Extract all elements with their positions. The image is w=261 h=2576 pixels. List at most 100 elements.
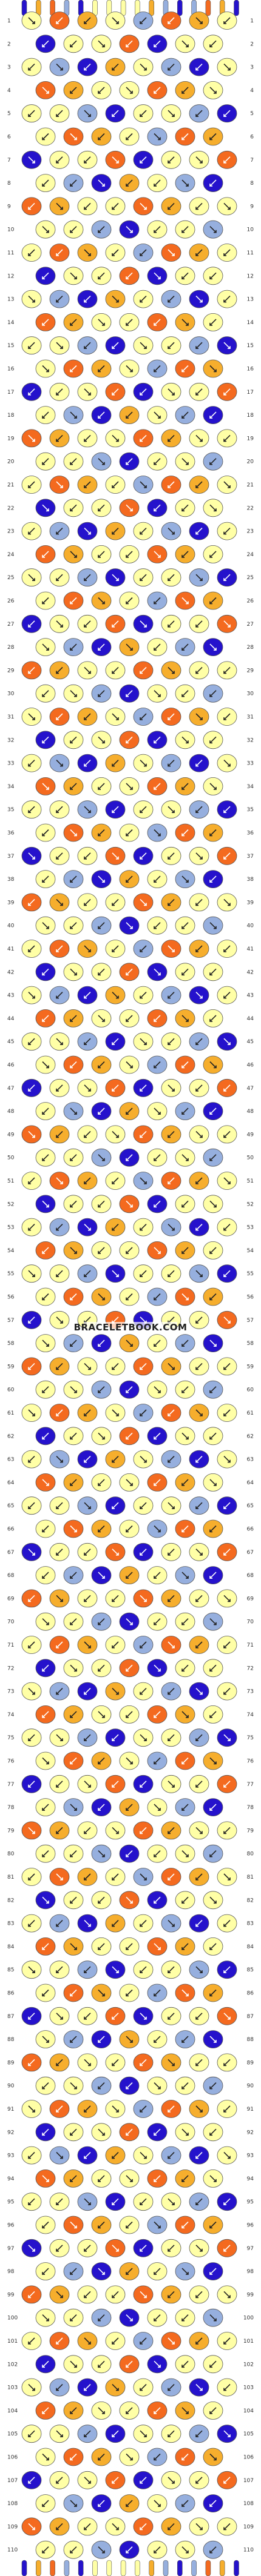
arrow-down-right-icon [223, 202, 231, 210]
arrow-down-left-icon [112, 1502, 119, 1509]
arrow-down-right-icon [84, 1502, 91, 1509]
knot [21, 1728, 42, 1747]
arrow-down-left-icon [223, 2523, 231, 2530]
arrow-down-left-icon [112, 1224, 119, 1231]
arrow-down-left-icon [28, 342, 35, 349]
arrow-down-right-icon [195, 2245, 203, 2252]
arrow-down-right-icon [209, 1757, 217, 1765]
arrow-down-right-icon [195, 434, 203, 442]
knot [203, 1937, 223, 1956]
knot [35, 1659, 56, 1678]
row-number-right: 31 [247, 714, 254, 720]
knot [35, 1241, 56, 1260]
knot [203, 1195, 223, 1213]
knot [105, 568, 126, 587]
knot [119, 220, 140, 239]
arrow-down-left-icon [223, 17, 231, 24]
knot [77, 1728, 98, 1747]
arrow-down-left-icon [140, 2337, 147, 2345]
knot [35, 1983, 56, 2002]
knot [147, 1427, 168, 1446]
arrow-down-left-icon [126, 1572, 133, 1579]
arrow-down-left-icon [112, 945, 119, 952]
knot [91, 1566, 112, 1585]
arrow-down-left-icon [112, 481, 119, 488]
arrow-down-right-icon [126, 643, 133, 651]
knot [133, 1821, 154, 1840]
knot [49, 1450, 70, 1469]
knot [161, 893, 181, 912]
arrow-down-left-icon [84, 1873, 91, 1881]
arrow-down-right-icon [112, 2523, 119, 2530]
arrow-down-left-icon [181, 87, 189, 94]
string-end-top [177, 0, 183, 16]
knot [35, 2123, 56, 2142]
row-number-right: 83 [247, 1921, 254, 1927]
row-number-right: 57 [247, 1318, 254, 1324]
knot [35, 452, 56, 471]
arrow-down-right-icon [126, 1618, 133, 1625]
knot [147, 2401, 168, 2420]
arrow-down-right-icon [84, 1920, 91, 1927]
string-end-bottom [219, 2560, 225, 2576]
arrow-down-left-icon [126, 1107, 133, 1115]
knot [21, 2425, 42, 2443]
knot [35, 406, 56, 424]
arrow-down-left-icon [209, 551, 217, 558]
arrow-down-left-icon [168, 1873, 175, 1881]
arrow-down-left-icon [42, 1664, 49, 1671]
knot [21, 1960, 42, 1979]
knot [49, 986, 70, 1004]
knot [161, 1125, 181, 1144]
knot [35, 1334, 56, 1353]
row-number-right: 92 [247, 2130, 254, 2136]
knot [77, 2425, 98, 2443]
knot [91, 81, 112, 99]
arrow-down-right-icon [126, 922, 133, 929]
knot [203, 1102, 223, 1120]
row-number-left: 93 [7, 2153, 14, 2159]
arrow-down-left-icon [209, 1293, 217, 1301]
knot [91, 127, 112, 146]
knot [217, 846, 237, 865]
knot [35, 1102, 56, 1120]
knot [133, 1774, 154, 1793]
arrow-down-right-icon [168, 945, 175, 952]
knot [217, 1589, 237, 1608]
knot [77, 1774, 98, 1793]
arrow-down-left-icon [223, 2245, 231, 2252]
arrow-down-right-icon [84, 110, 91, 117]
arrow-down-left-icon [112, 806, 119, 813]
row-number-left: 18 [7, 413, 15, 419]
knot [77, 1078, 98, 1097]
knot [203, 1148, 223, 1167]
arrow-down-right-icon [112, 2384, 119, 2391]
knot [21, 1357, 42, 1376]
arrow-down-left-icon [181, 504, 189, 511]
arrow-down-right-icon [70, 551, 77, 558]
arrow-down-left-icon [168, 1409, 175, 1416]
row-number-left: 28 [7, 645, 15, 651]
knot [147, 174, 168, 193]
arrow-down-right-icon [168, 2477, 175, 2484]
arrow-down-right-icon [112, 852, 119, 860]
arrow-down-left-icon [56, 1502, 63, 1509]
knot [189, 1218, 209, 1237]
knot [21, 12, 42, 30]
knot [161, 661, 181, 680]
knot [77, 12, 98, 30]
row-number-right: 106 [243, 2455, 254, 2461]
arrow-down-left-icon [195, 1873, 203, 1881]
knot [203, 1612, 223, 1631]
arrow-down-left-icon [181, 1386, 189, 1393]
row-number-right: 59 [247, 1364, 254, 1370]
arrow-down-left-icon [209, 458, 217, 465]
knot [189, 2332, 209, 2350]
knot [21, 1404, 42, 1422]
arrow-down-right-icon [56, 2013, 63, 2020]
knot [133, 2332, 154, 2350]
knot [49, 2425, 70, 2443]
row-number-left: 60 [7, 1387, 15, 1393]
knot [105, 986, 126, 1004]
arrow-down-left-icon [70, 1479, 77, 1486]
